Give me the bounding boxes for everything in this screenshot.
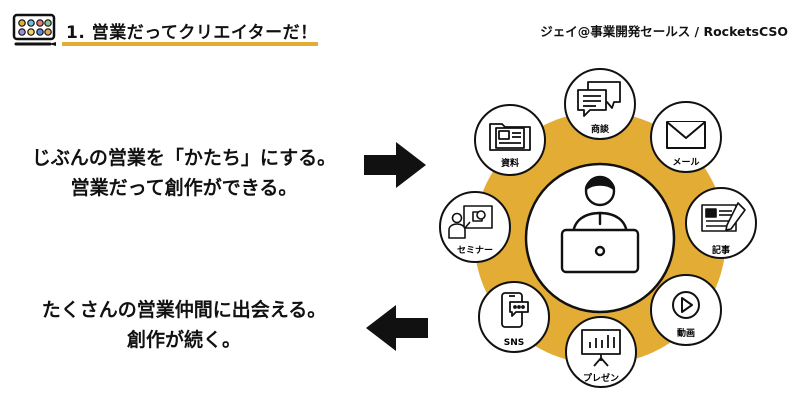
diagram-item-label: 商談 [591,123,610,135]
person-laptop-icon [560,175,640,274]
message-top-line1: じぶんの営業を「かたち」にする。 [31,147,337,169]
diagram-item-label: セミナー [457,245,493,256]
presentation-board-icon [581,329,621,367]
diagram-item-label: 動画 [677,327,695,339]
paint-palette-icon [12,13,56,46]
message-bottom-line2: 創作が続く。 [126,329,241,351]
message-bottom-line1: たくさんの営業仲間に出会える。 [41,299,327,321]
arrow-right-icon [364,142,426,188]
diagram-item-label: プレゼン [583,372,619,384]
seminar-speaker-icon [448,205,493,239]
article-icon [701,202,746,232]
diagram-item-article: 記事 [685,187,757,259]
diagram-item-label: 資料 [501,157,519,169]
folder-document-icon [489,123,531,151]
title-underline [62,42,318,46]
message-bottom: たくさんの営業仲間に出会える。 創作が続く。 [14,295,354,355]
chat-bubbles-icon [577,81,621,117]
smartphone-chat-icon [501,292,529,328]
diagram-item-video: 動画 [650,274,722,346]
arrow-left-icon [366,305,428,351]
play-icon [672,291,700,319]
page-title: 1. 営業だってクリエイターだ！ [66,23,318,43]
diagram-item-presentation: プレゼン [565,316,637,388]
diagram-item-documents: 資料 [474,104,546,176]
diagram-item-label: 記事 [712,244,730,256]
diagram-item-sales-talk: 商談 [564,68,636,140]
author-credit: ジェイ@事業開発セールス / RocketsCSO [540,24,788,39]
message-top-line2: 営業だって創作ができる。 [70,177,298,199]
activity-diagram: 商談 メール 記事 動画 [439,68,757,388]
diagram-item-label: SNS [504,338,525,348]
envelope-icon [666,121,706,149]
diagram-item-sns: SNS [478,281,550,353]
message-top: じぶんの営業を「かたち」にする。 営業だって創作ができる。 [14,143,354,203]
diagram-item-email: メール [650,101,722,173]
diagram-item-label: メール [672,157,699,168]
diagram-item-seminar: セミナー [439,191,511,263]
